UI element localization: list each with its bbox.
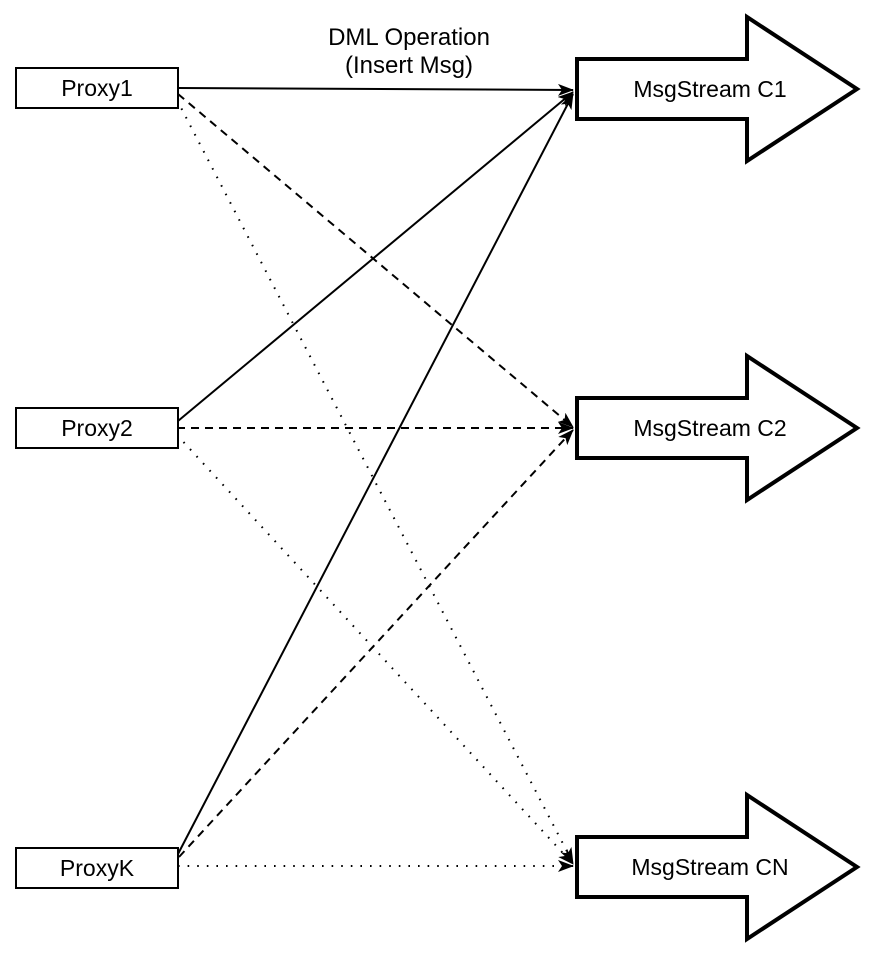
msgstream-c2-label: MsgStream C2 (633, 415, 786, 441)
msgstream-c1-label: MsgStream C1 (633, 76, 786, 102)
proxy1-label: Proxy1 (61, 75, 133, 101)
dml-operation-label-line1: DML Operation (328, 24, 490, 51)
msgstream-cn-arrow-shape (575, 791, 861, 943)
edge-proxy2-msgstream-cn (176, 434, 574, 865)
msgstream-c2-node: MsgStream C2 (575, 352, 861, 504)
proxy2-node: Proxy2 (15, 407, 179, 449)
edge-proxy2-msgstream-c1 (177, 91, 574, 422)
edge-proxy1-msgstream-cn (176, 99, 574, 864)
edge-proxyk-msgstream-c1 (177, 93, 574, 855)
msgstream-c1-arrow-shape (575, 13, 861, 165)
proxyk-box (15, 847, 179, 889)
diagram-title: DML Operation (Insert Msg) (328, 24, 490, 79)
edge-proxy1-msgstream-c1 (177, 83, 574, 96)
msgstream-c1-node: MsgStream C1 (575, 13, 861, 165)
proxyk-node: ProxyK (15, 847, 179, 889)
proxy1-node: Proxy1 (15, 67, 179, 109)
edge-proxy1-msgstream-c2 (177, 93, 574, 428)
msgstream-cn-label: MsgStream CN (631, 854, 788, 880)
proxy2-box (15, 407, 179, 449)
msgstream-c2-arrow-shape (575, 352, 861, 504)
msgstream-cn-node: MsgStream CN (575, 791, 861, 943)
proxyk-label: ProxyK (60, 855, 135, 881)
dml-operation-label-line2: (Insert Msg) (345, 52, 473, 79)
edge-proxyk-msgstream-c2 (178, 429, 574, 858)
proxy1-box (15, 67, 179, 109)
proxy2-label: Proxy2 (61, 415, 133, 441)
